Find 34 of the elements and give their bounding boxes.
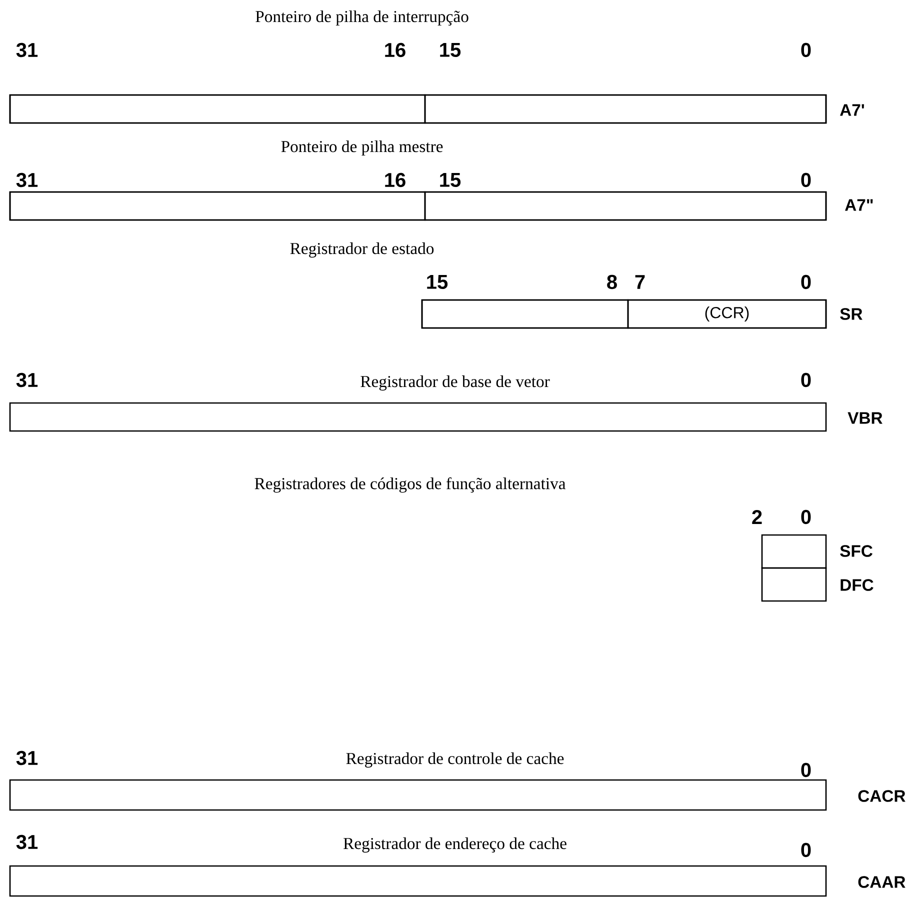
register-title: Registrador de base de vetor	[360, 375, 550, 391]
bit-number: 15	[440, 173, 461, 187]
bit-number: 31	[16, 834, 38, 850]
bit-number: 0	[801, 372, 811, 388]
bit-number: 0	[801, 274, 811, 290]
register-name: A7"	[845, 199, 873, 211]
bit-field-box: (CCR)	[627, 299, 827, 329]
register-name: CAAR	[858, 876, 906, 888]
register-name: A7'	[840, 104, 864, 116]
bit-field-box	[421, 299, 629, 329]
bit-number: 31	[16, 172, 38, 188]
register-name: SR	[840, 308, 862, 320]
register-name: VBR	[848, 412, 882, 424]
register-title: Registrador de estado	[290, 242, 434, 258]
bit-number: 0	[801, 842, 811, 858]
register-title: Registrador de endereço de cache	[344, 837, 566, 853]
bit-number: 0	[801, 172, 811, 188]
bit-number: 16	[385, 42, 406, 58]
section-heading: Registradores de códigos de função alternativa	[254, 477, 566, 493]
bit-number: 15	[440, 43, 461, 57]
register-title: Ponteiro de pilha mestre	[281, 140, 443, 156]
bit-number: 8	[607, 274, 617, 290]
register-name: DFC	[840, 579, 874, 591]
bit-number: 7	[635, 275, 645, 289]
bit-number: 0	[801, 510, 811, 524]
bit-number: 15	[427, 275, 448, 289]
bit-number: 16	[385, 172, 406, 188]
register-name: CACR	[858, 790, 906, 802]
register-name: SFC	[840, 545, 872, 557]
register-title: Ponteiro de pilha de interrupção	[256, 10, 468, 26]
register-title: Registrador de controle de cache	[346, 752, 564, 768]
bit-number: 0	[801, 42, 811, 58]
bit-number: 31	[16, 42, 38, 58]
bit-number: 2	[752, 510, 762, 524]
